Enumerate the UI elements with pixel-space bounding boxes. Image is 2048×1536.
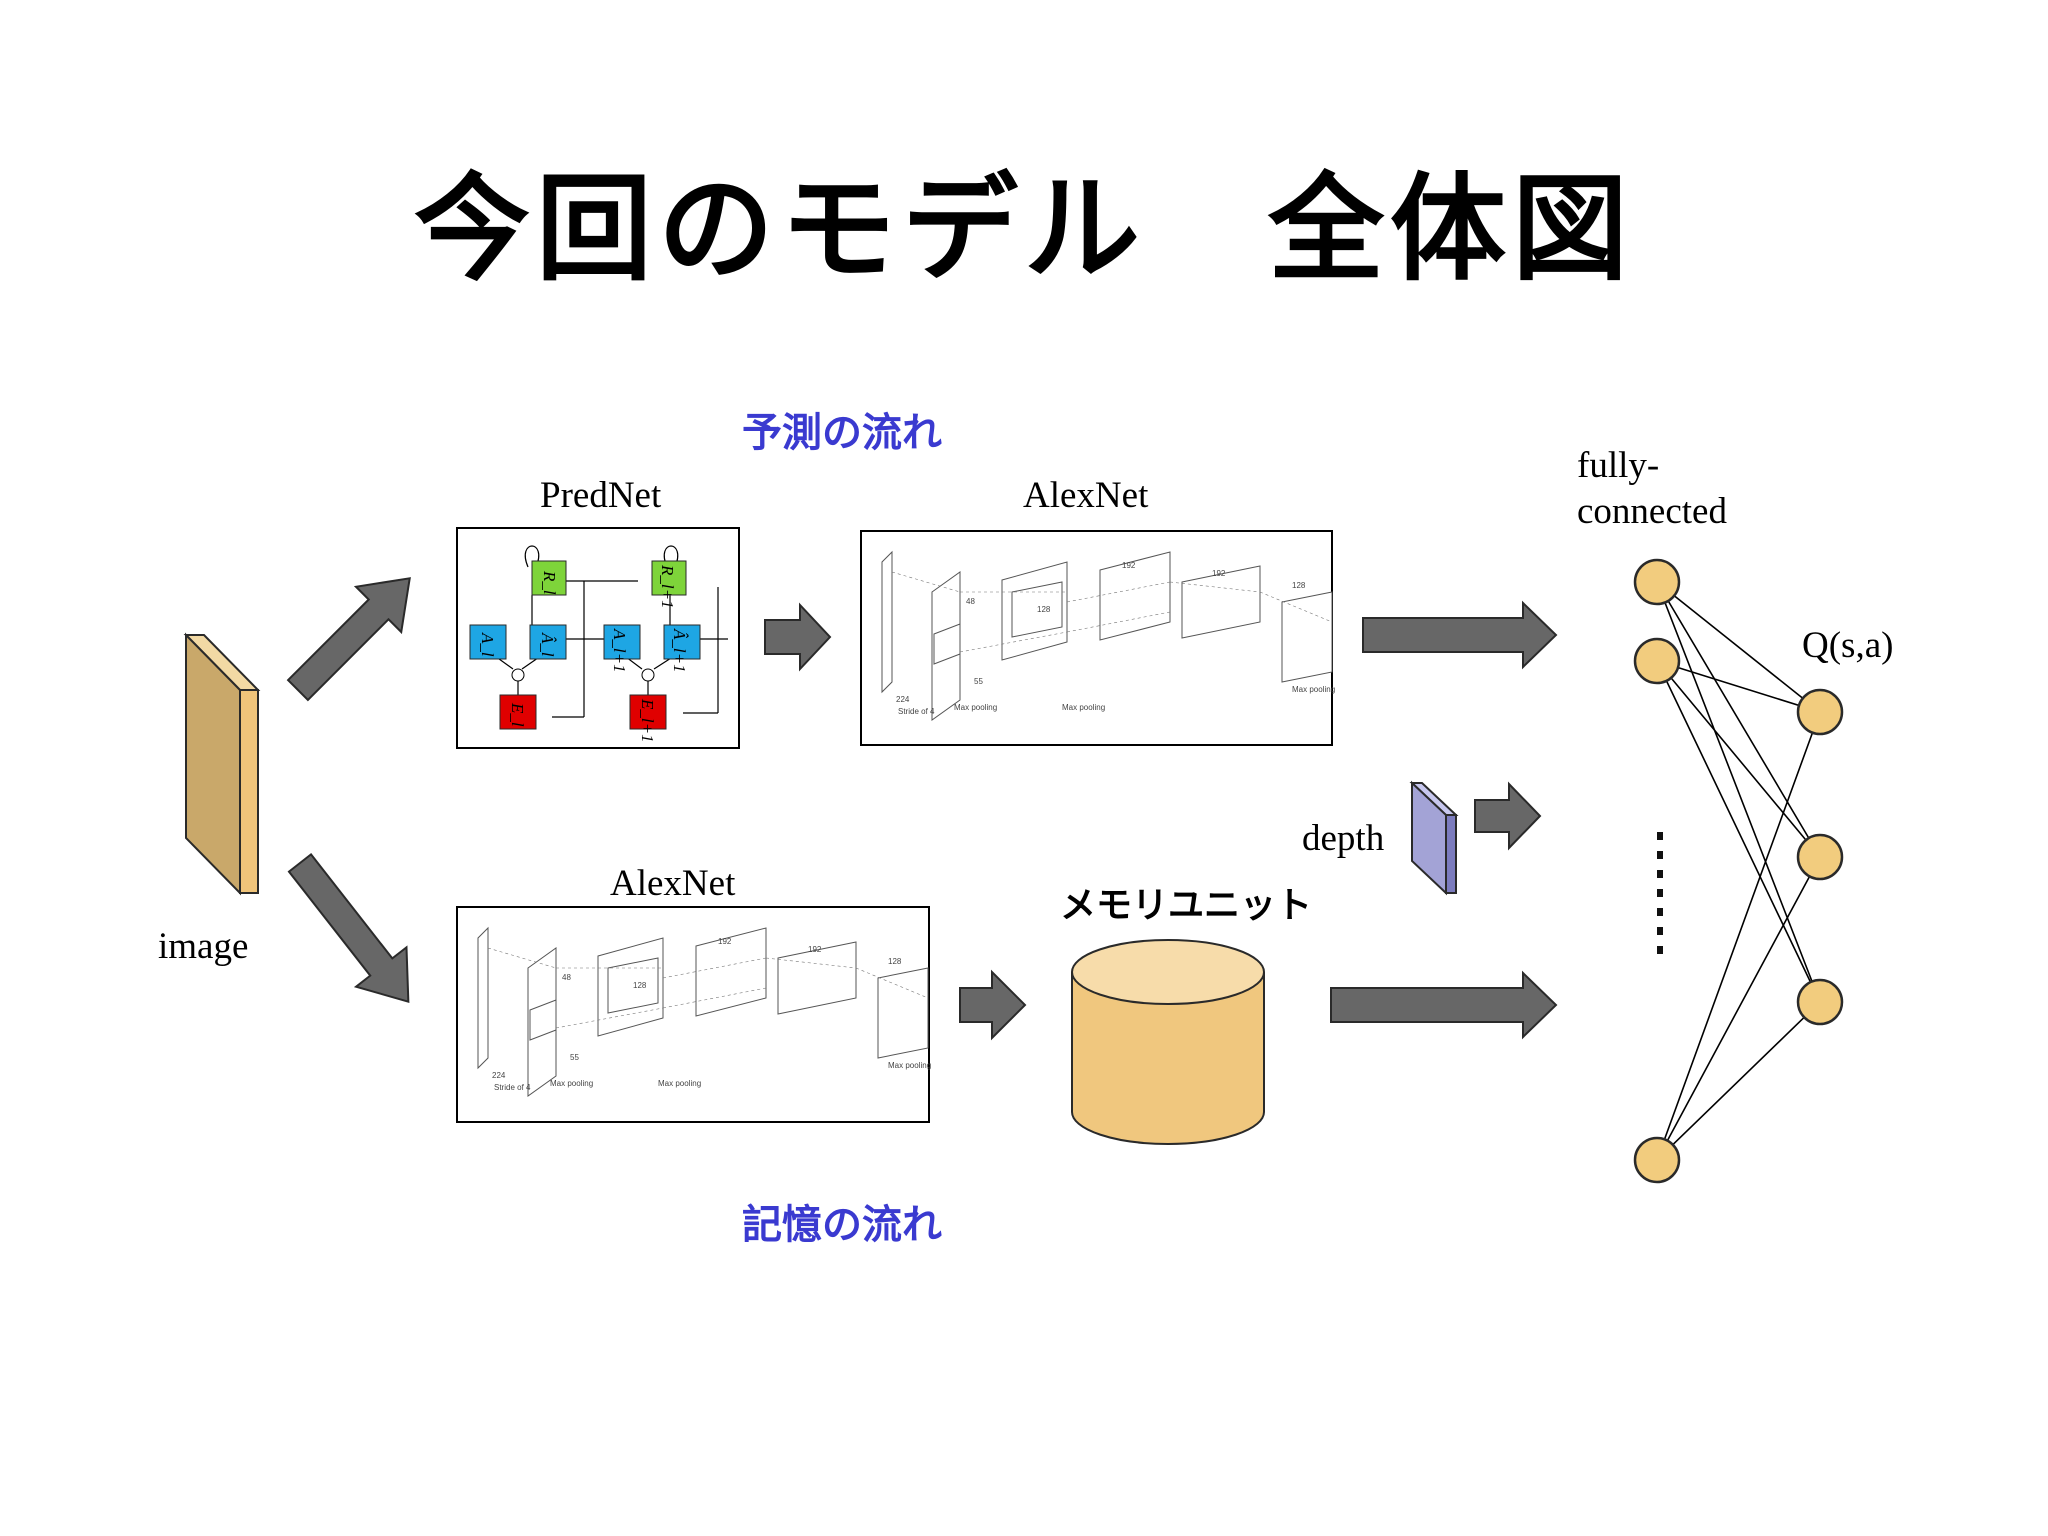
alexnet-num: 224 bbox=[492, 1071, 506, 1080]
alexnet-bottom-label: AlexNet bbox=[610, 863, 736, 904]
fully-connected-network bbox=[1656, 581, 1821, 1161]
output-node bbox=[1796, 833, 1844, 881]
depth-input-shape bbox=[1409, 780, 1459, 896]
q-value-label: Q(s,a) bbox=[1802, 625, 1894, 666]
arrow-image-to-prednet bbox=[286, 577, 411, 702]
alexnet-num: 128 bbox=[888, 957, 902, 966]
alexnet-num: 55 bbox=[570, 1053, 579, 1062]
alexnet-num: Max pooling bbox=[1292, 685, 1335, 694]
arrow-prednet-to-alexnet bbox=[764, 602, 832, 672]
alexnet-num: 192 bbox=[1212, 569, 1226, 578]
prednet-e-l: E_l bbox=[508, 702, 527, 727]
prediction-flow-label: 予測の流れ bbox=[742, 410, 942, 456]
arrow-alexnet-to-memory bbox=[959, 969, 1027, 1041]
alexnet-num: 128 bbox=[1292, 581, 1306, 590]
memory-unit-cylinder bbox=[1071, 939, 1265, 1145]
alexnet-figure-bottom: 224 Stride of 4 Max pooling Max pooling … bbox=[456, 906, 931, 1123]
alexnet-num: 128 bbox=[633, 981, 647, 990]
memory-flow-label: 記憶の流れ bbox=[742, 1202, 942, 1248]
output-node bbox=[1796, 688, 1844, 736]
output-node bbox=[1796, 978, 1844, 1026]
alexnet-num: 128 bbox=[1037, 605, 1051, 614]
alexnet-num: 48 bbox=[562, 973, 571, 982]
page-title: 今回のモデル 全体図 bbox=[414, 162, 1634, 297]
arrow-memory-to-fc bbox=[1330, 970, 1558, 1040]
prednet-a-l1: A_l+1 bbox=[610, 628, 629, 673]
ellipsis-dots bbox=[1657, 832, 1663, 954]
alexnet-num: Stride of 4 bbox=[898, 707, 935, 716]
alexnet-num: 55 bbox=[974, 677, 983, 686]
depth-label: depth bbox=[1302, 818, 1385, 859]
alexnet-num: Max pooling bbox=[1062, 703, 1105, 712]
prednet-figure: R_l R_l+1 A_l Â_l A_l+1 Â_l+1 E_l E_l+1 bbox=[456, 527, 740, 749]
prednet-label: PredNet bbox=[540, 475, 662, 516]
alexnet-num: 224 bbox=[896, 695, 910, 704]
fc-node bbox=[1633, 637, 1681, 685]
alexnet-num: 192 bbox=[808, 945, 822, 954]
prednet-r-l: R_l bbox=[540, 570, 559, 595]
alexnet-num: Max pooling bbox=[954, 703, 997, 712]
prednet-ahat-l: Â_l bbox=[538, 632, 557, 657]
image-label: image bbox=[158, 926, 249, 967]
fully-connected-label-line2: connected bbox=[1577, 491, 1727, 532]
prednet-ahat-l1: Â_l+1 bbox=[670, 628, 689, 673]
fc-node bbox=[1633, 558, 1681, 606]
memory-unit-label: メモリユニット bbox=[1060, 885, 1313, 926]
prednet-e-l1: E_l+1 bbox=[638, 698, 657, 743]
prednet-a-l: A_l bbox=[478, 632, 497, 657]
arrow-depth-to-fc bbox=[1474, 781, 1542, 851]
alexnet-num: Max pooling bbox=[888, 1061, 931, 1070]
fully-connected-label-line1: fully- bbox=[1577, 445, 1660, 486]
prednet-r-l1: R_l+1 bbox=[658, 564, 677, 609]
image-input-shape bbox=[183, 632, 261, 896]
alexnet-num: 192 bbox=[718, 937, 732, 946]
alexnet-figure-top: 224 Stride of 4 Max pooling Max pooling … bbox=[860, 530, 1335, 746]
alexnet-num: 48 bbox=[966, 597, 975, 606]
fc-node bbox=[1633, 1136, 1681, 1184]
arrow-alexnet-to-fc bbox=[1362, 600, 1558, 670]
alexnet-top-label: AlexNet bbox=[1023, 475, 1149, 516]
alexnet-num: Max pooling bbox=[658, 1079, 701, 1088]
arrow-image-to-alexnet bbox=[287, 852, 410, 1004]
alexnet-num: Stride of 4 bbox=[494, 1083, 531, 1092]
alexnet-num: 192 bbox=[1122, 561, 1136, 570]
alexnet-num: Max pooling bbox=[550, 1079, 593, 1088]
